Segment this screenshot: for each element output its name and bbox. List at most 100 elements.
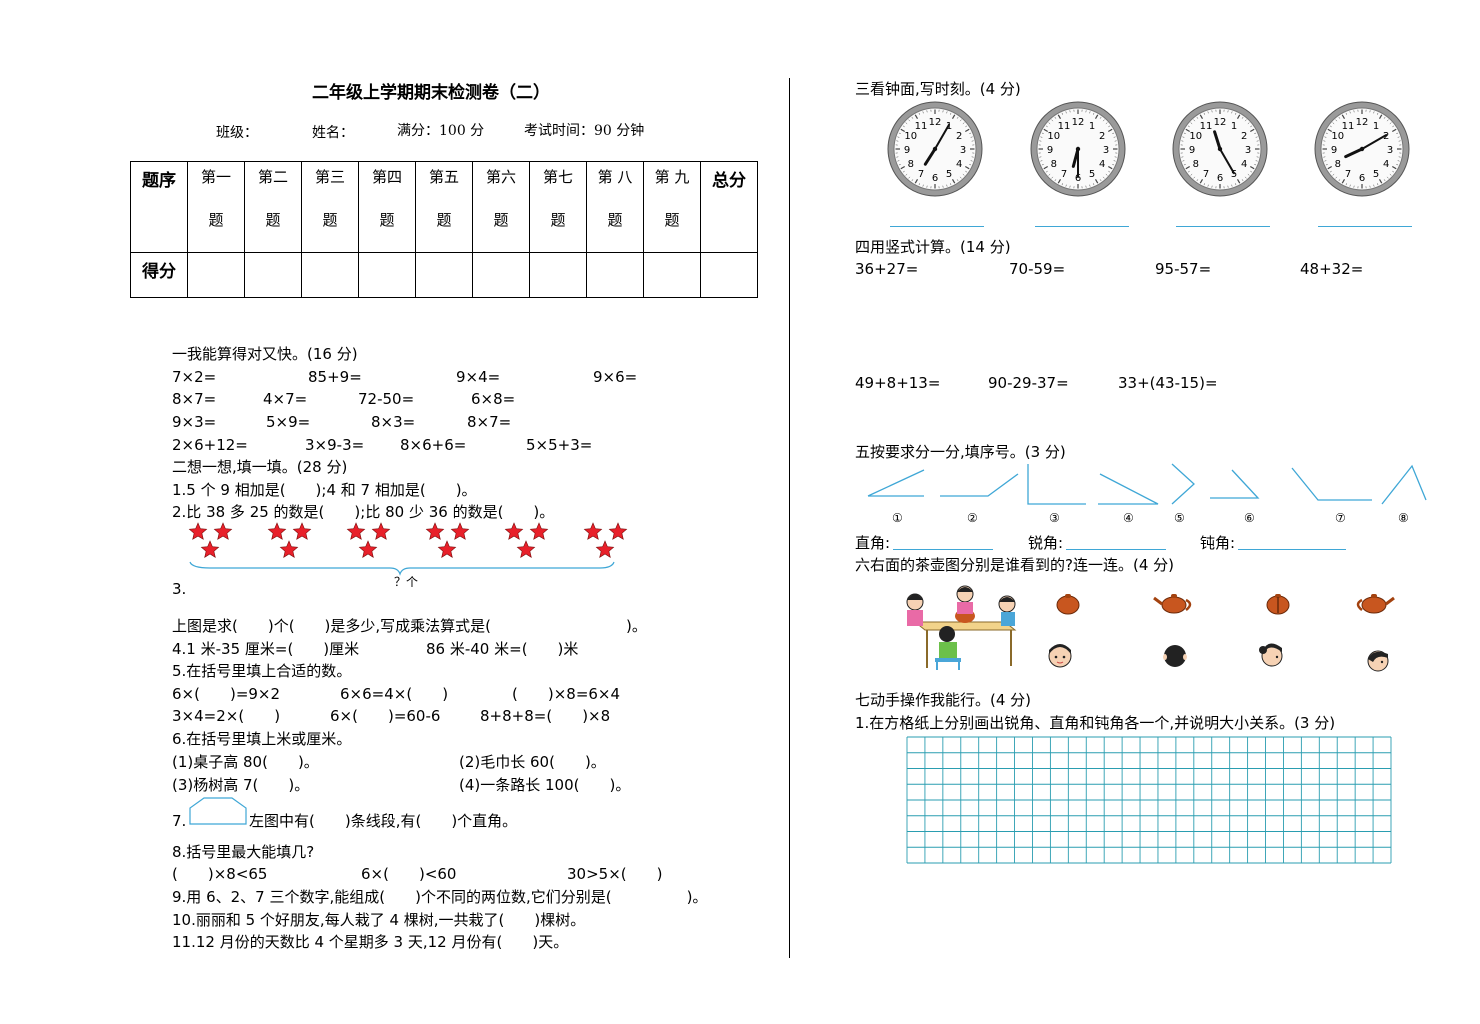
score-cell[interactable] [358, 252, 416, 298]
right-angle-answer-line[interactable] [893, 549, 993, 550]
calc-item: 8×7= [172, 390, 217, 408]
star-groups [188, 522, 628, 558]
star-icon [450, 522, 470, 540]
minute-hand [934, 123, 950, 150]
score-cell[interactable] [301, 252, 359, 298]
angle-7-shape [1291, 467, 1372, 501]
clock-answer-line[interactable] [1176, 226, 1270, 227]
section-7-title: 七动手操作我能行。(4 分) [855, 691, 1032, 709]
angle-1-shape [867, 469, 925, 497]
clock-number: 11 [1058, 121, 1071, 132]
brace [189, 561, 615, 576]
clock-answer-line[interactable] [1035, 226, 1129, 227]
score-cell[interactable] [700, 252, 758, 298]
clock-number: 4 [1241, 159, 1247, 170]
question-7: 左图中有( )条线段,有( )个直角。 [249, 812, 518, 830]
score-cell[interactable] [415, 252, 473, 298]
col-1: 第一题 [187, 161, 245, 253]
q6-item: (2)毛巾长 60( )。 [459, 753, 606, 771]
section-5-title: 五按要求分一分,填序号。(3 分) [855, 443, 1066, 461]
teapot-front-icon [1056, 594, 1080, 615]
score-cell[interactable] [187, 252, 245, 298]
full-score: 满分：100 分 [397, 123, 485, 139]
star-icon [504, 522, 524, 540]
clock-answer-line[interactable] [890, 226, 984, 227]
clock-number: 3 [1103, 145, 1109, 156]
clock-number: 5 [1231, 169, 1237, 180]
girl-face-icon [1048, 644, 1072, 668]
score-cell[interactable] [244, 252, 302, 298]
angle-6-shape [1210, 469, 1260, 499]
girl-side-icon [1259, 643, 1283, 667]
clock-number: 1 [1089, 121, 1095, 132]
teapot-side-reverse-icon [1356, 594, 1395, 614]
calc-item: 85+9= [308, 368, 362, 386]
star-icon [583, 522, 603, 540]
col-total: 总分 [700, 161, 758, 253]
hour-hand [1344, 147, 1364, 159]
vertical-calc-item: 33+(43-15)= [1118, 374, 1218, 392]
vertical-calc-item: 49+8+13= [855, 374, 941, 392]
star-icon [595, 540, 615, 558]
angle-label: ⑧ [1398, 511, 1409, 525]
obtuse-answer-line[interactable] [1238, 549, 1346, 550]
acute-answer-line[interactable] [1066, 549, 1166, 550]
clock-answer-line[interactable] [1318, 226, 1412, 227]
clock-number: 5 [1373, 169, 1379, 180]
grid-paper[interactable] [906, 736, 1392, 864]
vertical-calc-item: 36+27= [855, 260, 919, 278]
calc-item: 8×7= [467, 413, 512, 431]
col-2: 第二题 [244, 161, 302, 253]
question-6-title: 6.在括号里填上米或厘米。 [172, 730, 352, 748]
clock-number: 9 [904, 145, 910, 156]
class-label: 班级： [216, 125, 258, 141]
angles-figure: ① ② ③ ④ ⑤ ⑥ ⑦ ⑧ [867, 463, 1427, 525]
question-10: 10.丽丽和 5 个好朋友,每人栽了 4 棵树,一共栽了( )棵树。 [172, 911, 586, 929]
score-cell[interactable] [643, 252, 701, 298]
question-4a: 4.1 米-35 厘米=( )厘米 [172, 640, 360, 658]
col-8: 第 八题 [586, 161, 644, 253]
clock-number: 10 [1331, 131, 1344, 142]
minute-hand [1219, 148, 1235, 175]
boy-side-icon [1367, 650, 1389, 672]
clock-number: 5 [1089, 169, 1095, 180]
question-3: 上图是求( )个( )是多少,写成乘法算式是( )。 [172, 617, 647, 635]
score-cell[interactable] [586, 252, 644, 298]
clock-number: 5 [946, 169, 952, 180]
q5-item: 8+8+8=( )×8 [480, 707, 611, 725]
q5-item: 6×6=4×( ) [340, 685, 449, 703]
section-6-title: 六右面的茶壶图分别是谁看到的?连一连。(4 分) [855, 556, 1174, 574]
question-8-title: 8.括号里最大能填几? [172, 843, 315, 861]
question-5-title: 5.在括号里填上合适的数。 [172, 662, 352, 680]
clock-number: 8 [1335, 159, 1341, 170]
score-cell[interactable] [472, 252, 530, 298]
angle-3-shape [1027, 464, 1086, 505]
q6-item: (3)杨树高 7( )。 [172, 776, 310, 794]
question-2: 2.比 38 多 25 的数是( );比 80 少 36 的数是( )。 [172, 503, 555, 521]
star-icon [213, 522, 233, 540]
q5-item: 6×( )=60-6 [330, 707, 441, 725]
score-cell[interactable] [529, 252, 587, 298]
angle-label: ⑥ [1244, 511, 1255, 525]
section-4-title: 四用竖式计算。(14 分) [855, 238, 1011, 256]
clock-number: 1 [1231, 121, 1237, 132]
boy-back-icon [1163, 645, 1187, 667]
clock-number: 12 [1356, 117, 1369, 128]
angle-label: ④ [1123, 511, 1134, 525]
star-icon [200, 540, 220, 558]
pentagon-figure [189, 797, 247, 825]
angle-label: ③ [1049, 511, 1060, 525]
calc-item: 2×6+12= [172, 436, 248, 454]
col-7: 第七题 [529, 161, 587, 253]
clock-number: 11 [1200, 121, 1213, 132]
children-at-table-illustration [906, 585, 1017, 670]
clock-number: 7 [1061, 169, 1067, 180]
row-label-question: 题序 [130, 161, 188, 253]
hour-hand [1213, 130, 1222, 151]
calc-item: 8×3= [371, 413, 416, 431]
section-7-question-1: 1.在方格纸上分别画出锐角、直角和钝角各一个,并说明大小关系。(3 分) [855, 714, 1336, 732]
clock-number: 6 [932, 173, 938, 184]
right-angle-label: 直角: [855, 534, 891, 552]
star-icon [425, 522, 445, 540]
